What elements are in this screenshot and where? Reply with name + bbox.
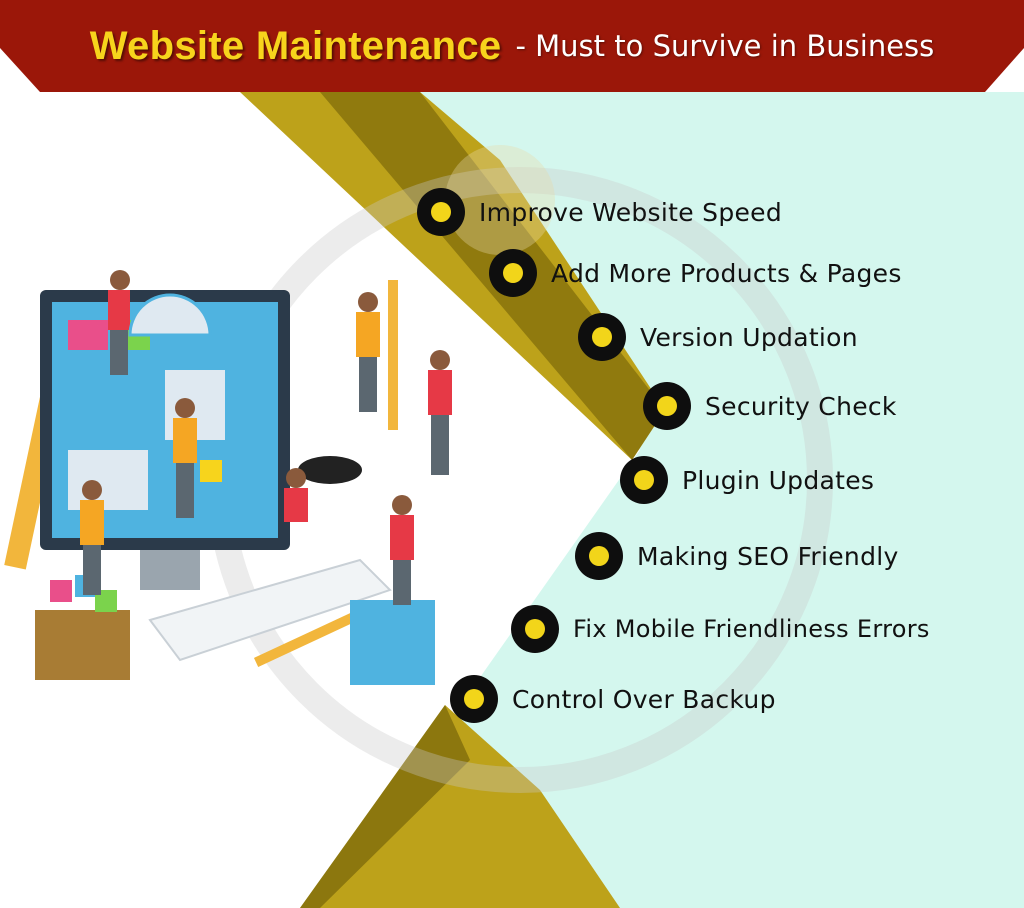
page-title: Website Maintenance xyxy=(89,23,502,68)
screen-block-yellow xyxy=(200,460,222,482)
list-item-improve-speed: Improve Website Speed xyxy=(417,188,782,236)
worker-figure-7 xyxy=(390,495,414,605)
list-item-label: Improve Website Speed xyxy=(479,197,783,227)
list-item-label: Add More Products & Pages xyxy=(551,258,902,288)
bullet-icon xyxy=(511,605,559,653)
cube-pink xyxy=(50,580,72,602)
list-item-label: Control Over Backup xyxy=(512,684,776,714)
bullet-icon xyxy=(620,456,668,504)
list-item-label: Version Updation xyxy=(640,322,858,352)
list-item-add-products: Add More Products & Pages xyxy=(489,249,902,297)
page-subtitle: - Must to Survive in Business xyxy=(515,29,935,63)
pedestal-icon xyxy=(350,600,435,685)
bullet-icon xyxy=(450,675,498,723)
header-title-bar: Website Maintenance - Must to Survive in… xyxy=(0,0,1024,92)
worker-figure-2 xyxy=(173,398,197,518)
bullet-icon xyxy=(417,188,465,236)
keyboard-icon xyxy=(148,558,392,662)
cube-green xyxy=(95,590,117,612)
worker-figure-6 xyxy=(284,468,308,522)
monitor-stand xyxy=(140,550,200,590)
worker-figure-3 xyxy=(356,292,380,412)
cube-box-icon xyxy=(35,610,130,680)
list-item-seo-friendly: Making SEO Friendly xyxy=(575,532,899,580)
list-item-label: Fix Mobile Friendliness Errors xyxy=(573,615,930,643)
header-banner xyxy=(0,0,1024,92)
list-item-label: Making SEO Friendly xyxy=(637,541,899,571)
bullet-icon xyxy=(578,313,626,361)
tall-pencil-icon xyxy=(388,280,398,430)
bullet-icon xyxy=(489,249,537,297)
list-item-mobile-friendliness: Fix Mobile Friendliness Errors xyxy=(511,605,930,653)
list-item-plugin-updates: Plugin Updates xyxy=(620,456,874,504)
list-item-version-updation: Version Updation xyxy=(578,313,858,361)
olive-stripe-bottom xyxy=(300,705,620,908)
list-item-label: Security Check xyxy=(705,391,897,421)
watermark-circle xyxy=(445,145,555,255)
list-item-security-check: Security Check xyxy=(643,382,897,430)
glasses-icon xyxy=(298,456,362,484)
worker-figure-4 xyxy=(428,350,452,475)
bullet-icon xyxy=(643,382,691,430)
list-item-label: Plugin Updates xyxy=(682,465,875,495)
bullet-icon xyxy=(575,532,623,580)
list-item-control-backup: Control Over Backup xyxy=(450,675,776,723)
olive-stripe-bottom-shadow xyxy=(300,705,470,908)
pencil-icon xyxy=(253,602,377,668)
screen-block-pink xyxy=(68,320,108,350)
protractor-icon xyxy=(128,293,212,337)
worker-figure-5 xyxy=(80,480,104,595)
maintenance-illustration xyxy=(4,270,452,685)
worker-figure-1 xyxy=(108,270,130,375)
